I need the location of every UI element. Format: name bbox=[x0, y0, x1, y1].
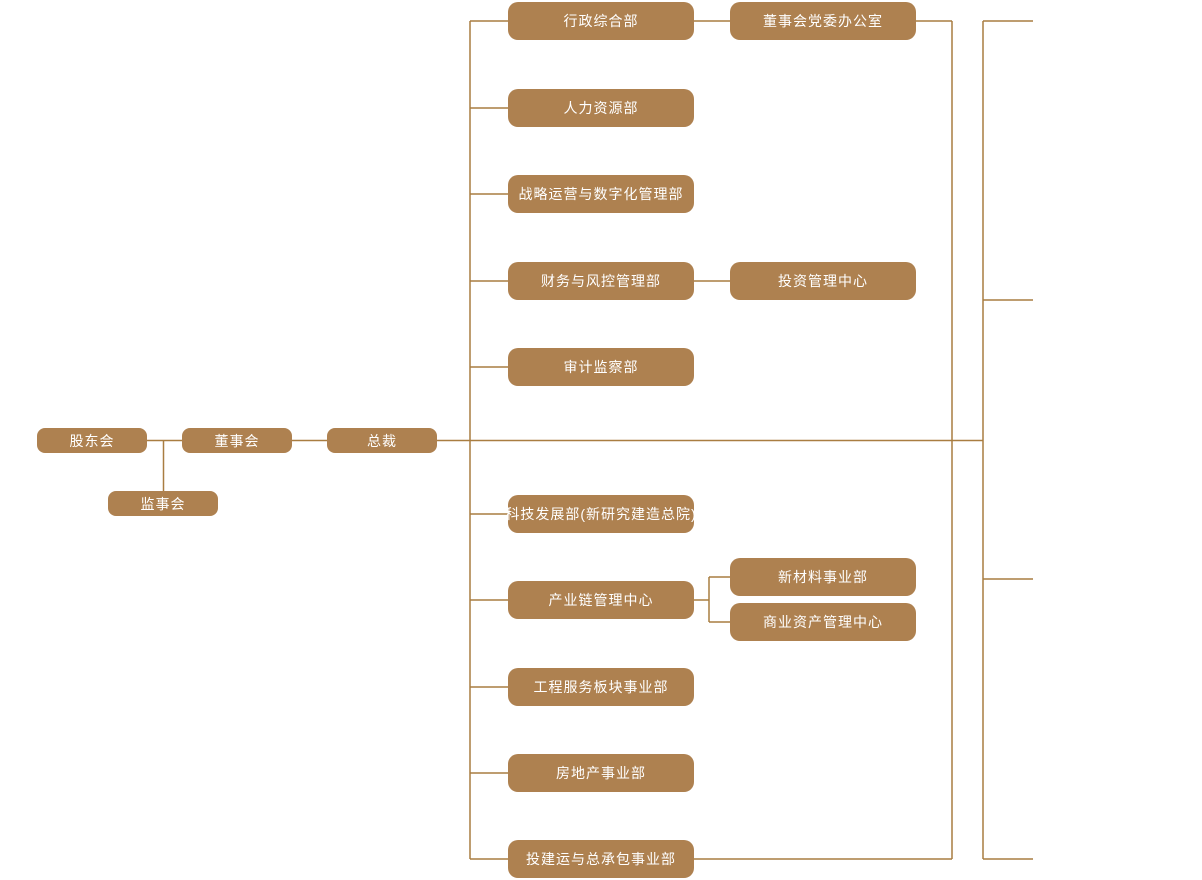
node-engineering-services-division: 工程服务板块事业部 bbox=[508, 668, 694, 706]
node-strategy-operations-digital-dept: 战略运营与数字化管理部 bbox=[508, 175, 694, 213]
node-real-estate-division: 房地产事业部 bbox=[508, 754, 694, 792]
node-industry-chain-center: 产业链管理中心 bbox=[508, 581, 694, 619]
node-supervisory-board: 监事会 bbox=[108, 491, 218, 516]
node-board-of-directors: 董事会 bbox=[182, 428, 292, 453]
node-finance-risk-control-dept: 财务与风控管理部 bbox=[508, 262, 694, 300]
node-audit-supervision-dept: 审计监察部 bbox=[508, 348, 694, 386]
node-human-resources-dept: 人力资源部 bbox=[508, 89, 694, 127]
node-administration-dept: 行政综合部 bbox=[508, 2, 694, 40]
node-president: 总裁 bbox=[327, 428, 437, 453]
node-shareholders-meeting: 股东会 bbox=[37, 428, 147, 453]
node-board-party-committee-office: 董事会党委办公室 bbox=[730, 2, 916, 40]
node-tech-development-dept: 科技发展部(新研究建造总院) bbox=[505, 495, 696, 533]
node-commercial-asset-management-center: 商业资产管理中心 bbox=[730, 603, 916, 641]
node-investment-management-center: 投资管理中心 bbox=[730, 262, 916, 300]
node-investment-construction-epc-division: 投建运与总承包事业部 bbox=[508, 840, 694, 878]
node-new-materials-division: 新材料事业部 bbox=[730, 558, 916, 596]
